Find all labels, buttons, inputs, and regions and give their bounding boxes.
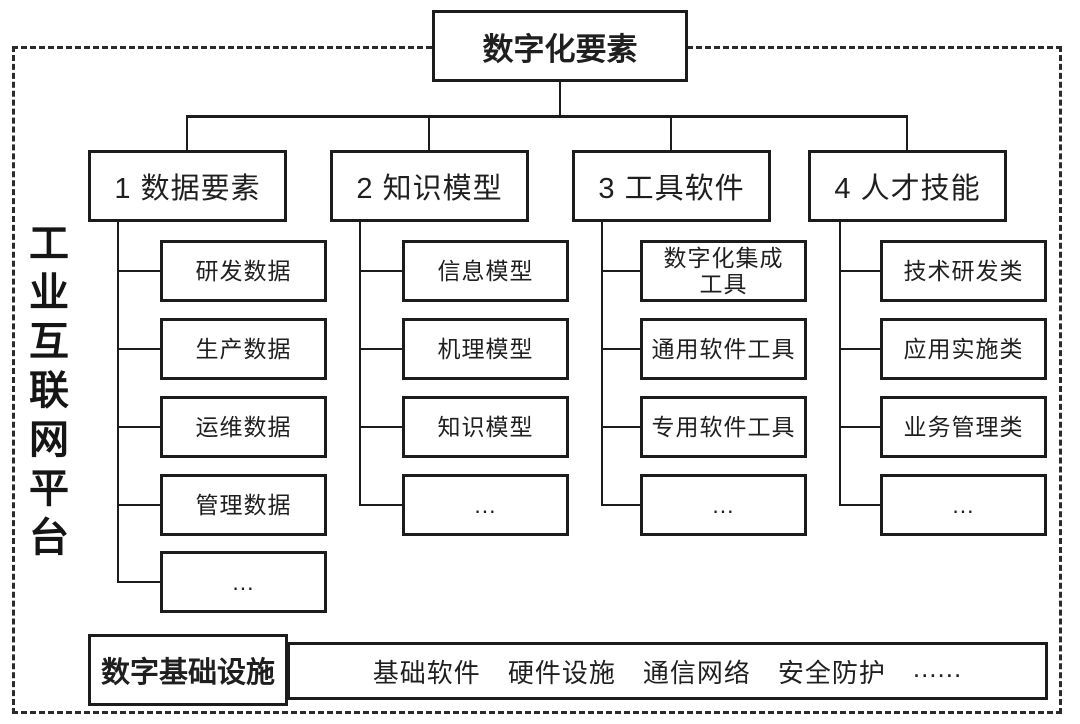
connector-column-drop [427, 115, 431, 150]
connector-tick [360, 503, 402, 507]
connector-tick [360, 425, 402, 429]
item-box: 业务管理类 [880, 396, 1047, 458]
category-box: 2 知识模型 [330, 150, 529, 222]
infrastructure-label: 数字基础设施 [100, 657, 275, 689]
infrastructure-item: 硬件设施 [507, 657, 616, 688]
connector-tick [118, 503, 160, 507]
connector-tick [840, 347, 880, 351]
infrastructure-item: ...... [912, 652, 963, 683]
root-node-label: 数字化要素 [482, 31, 638, 67]
connector-distributor [185, 115, 909, 118]
category-box: 3 工具软件 [572, 150, 771, 222]
connector-tick [840, 425, 880, 429]
item-box: 管理数据 [160, 474, 327, 536]
platform-label: 工业互联网平台 [23, 222, 67, 565]
infrastructure-item: 通信网络 [642, 657, 751, 688]
item-box: ... [402, 474, 569, 536]
connector-column-drop [185, 115, 189, 150]
infrastructure-items-box: 基础软件硬件设施通信网络安全防护...... [287, 642, 1048, 700]
connector-tick [118, 425, 160, 429]
item-box: 技术研发类 [880, 240, 1047, 302]
category-box: 4 人才技能 [808, 150, 1007, 222]
connector-tick [118, 269, 160, 273]
category-box: 1 数据要素 [88, 150, 287, 222]
connector-tick [602, 503, 640, 507]
item-box: 信息模型 [402, 240, 569, 302]
connector-tick [840, 503, 880, 507]
item-box: 机理模型 [402, 318, 569, 380]
connector-tick [602, 347, 640, 351]
connector-tick [118, 347, 160, 351]
item-box: 研发数据 [160, 240, 327, 302]
item-box: ... [160, 551, 327, 613]
connector-column-drop [905, 115, 909, 150]
connector-trunk [116, 222, 120, 584]
item-box: ... [880, 474, 1047, 536]
item-box: 应用实施类 [880, 318, 1047, 380]
connector-tick [360, 269, 402, 273]
connector-tick [602, 269, 640, 273]
connector-trunk [600, 222, 604, 507]
infrastructure-item: 基础软件 [372, 657, 481, 688]
connector-trunk [838, 222, 842, 507]
connector-column-drop [669, 115, 673, 150]
connector-tick [118, 580, 160, 584]
item-box: 通用软件工具 [640, 318, 807, 380]
item-box: 生产数据 [160, 318, 327, 380]
infrastructure-items: 基础软件硬件设施通信网络安全防护...... [373, 653, 962, 690]
infrastructure-item: 安全防护 [777, 657, 886, 688]
item-box: ... [640, 474, 807, 536]
item-box: 运维数据 [160, 396, 327, 458]
connector-tick [360, 347, 402, 351]
connector-root-stem [558, 82, 562, 118]
platform-boundary-frame [12, 46, 1062, 714]
item-box: 知识模型 [402, 396, 569, 458]
connector-trunk [358, 222, 362, 507]
connector-tick [840, 269, 880, 273]
connector-tick [602, 425, 640, 429]
item-box: 数字化集成 工具 [640, 240, 807, 302]
item-box: 专用软件工具 [640, 396, 807, 458]
infrastructure-label-box: 数字基础设施 [88, 634, 288, 706]
root-node-box: 数字化要素 [432, 10, 688, 82]
